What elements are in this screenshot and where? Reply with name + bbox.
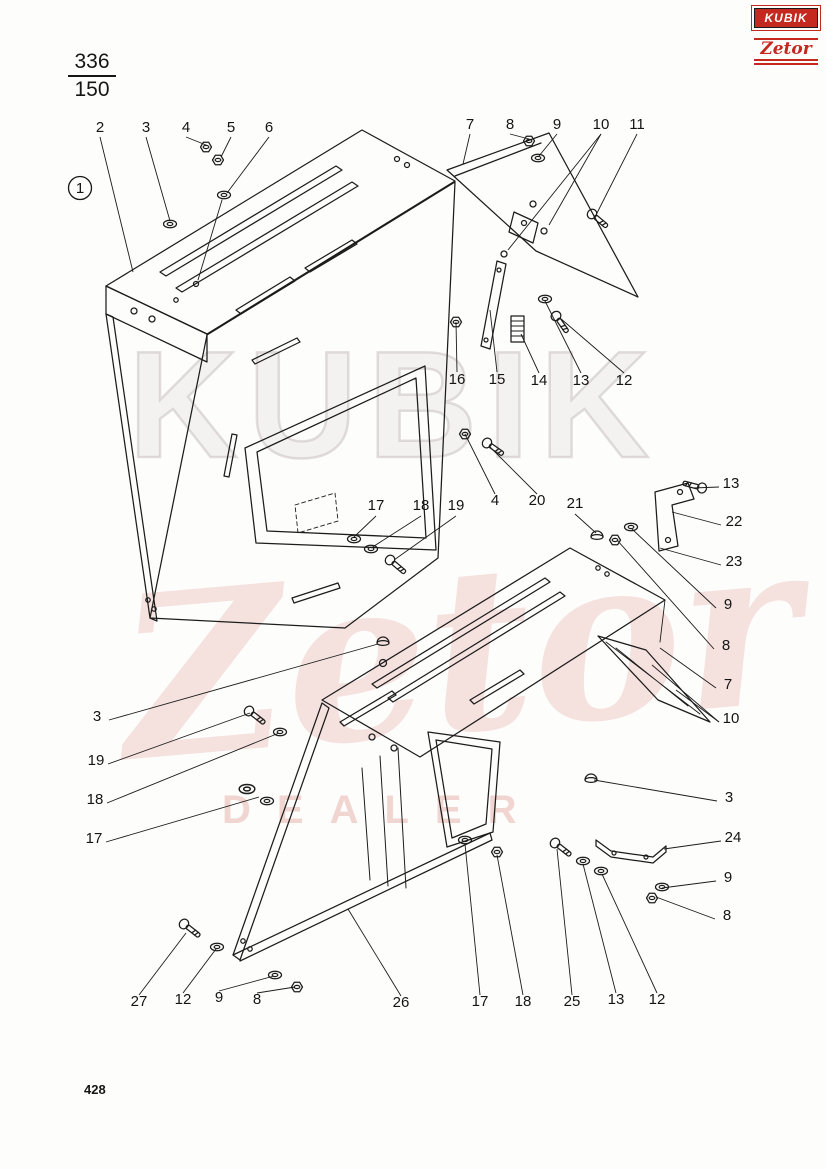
callout-label: 19 <box>448 497 465 514</box>
callout-label: 8 <box>723 907 731 924</box>
callout-label: 18 <box>87 791 104 808</box>
callout-label: 9 <box>724 869 732 886</box>
callout-label: 4 <box>491 492 499 509</box>
hardware-parts <box>162 135 709 993</box>
callout-label: 10 <box>593 116 610 133</box>
kubik-logo: KUBIK <box>751 5 821 31</box>
support-bracket <box>595 839 667 864</box>
plug-part <box>376 636 390 647</box>
plug-part <box>590 530 604 541</box>
page-number: 428 <box>84 1082 106 1097</box>
bolt-part <box>681 477 709 495</box>
callout-labels: 2 3 4 5 6 7 8 9 10 11 16 15 14 13 12 17 … <box>86 116 743 1011</box>
callout-label: 12 <box>175 991 192 1008</box>
bolt-part <box>547 835 575 860</box>
callout-label: 14 <box>531 372 548 389</box>
leader-lines <box>99 133 722 997</box>
callout-label: 8 <box>253 991 261 1008</box>
callout-label: 18 <box>413 497 430 514</box>
callout-label: 24 <box>725 829 742 846</box>
callout-label: 16 <box>449 371 466 388</box>
callout-label: 3 <box>93 708 101 725</box>
splash-flap <box>597 635 711 723</box>
figure-number-top: 336 <box>68 50 116 78</box>
callout-label: 8 <box>506 116 514 133</box>
callout-label: 20 <box>529 492 546 509</box>
callout-label: 27 <box>131 993 148 1010</box>
callout-label: 7 <box>724 676 732 693</box>
callout-label: 11 <box>629 116 645 133</box>
washer-part <box>623 522 639 532</box>
washer-part <box>530 153 546 163</box>
hanger-strip <box>480 260 525 350</box>
washer-part <box>363 544 379 554</box>
washer-part <box>575 856 591 866</box>
zetor-logo-text: Zetor <box>760 39 812 59</box>
callout-label: 13 <box>723 475 740 492</box>
figure-number: 336 150 <box>68 50 116 102</box>
callout-label: 3 <box>725 789 733 806</box>
bolt-part <box>382 552 409 577</box>
mounting-plate <box>446 132 639 298</box>
angle-bracket <box>654 482 695 552</box>
callout-label: 23 <box>726 553 743 570</box>
upper-fender <box>105 129 456 629</box>
callout-label: 5 <box>227 119 235 136</box>
washer-part <box>259 796 275 806</box>
lower-fender <box>232 547 666 962</box>
callout-label: 4 <box>182 119 190 136</box>
plug-part <box>584 773 598 784</box>
view-reference: 1 <box>67 175 93 201</box>
washer-part <box>162 219 178 229</box>
callout-label: 26 <box>393 994 410 1011</box>
zetor-logo-rule <box>754 63 818 65</box>
callout-label: 7 <box>466 116 474 133</box>
callout-label: 12 <box>616 372 633 389</box>
callout-label: 25 <box>564 993 581 1010</box>
callout-label: 8 <box>722 637 730 654</box>
callout-label: 9 <box>724 596 732 613</box>
callout-label: 17 <box>472 993 489 1010</box>
callout-label: 21 <box>567 495 584 512</box>
callout-label: 3 <box>142 119 150 136</box>
nut-part <box>608 534 622 546</box>
washer-part <box>346 534 362 544</box>
nut-part <box>211 154 225 166</box>
callout-label: 2 <box>96 119 104 136</box>
washer-part <box>209 942 225 952</box>
washer-part <box>267 970 283 980</box>
bolt-part <box>176 916 204 941</box>
nut-part <box>645 892 659 904</box>
callout-label: 17 <box>86 830 103 847</box>
callout-label: 10 <box>723 710 740 727</box>
zetor-logo: Zetor <box>754 38 818 61</box>
washer-part <box>238 783 256 795</box>
view-reference-label: 1 <box>76 180 84 197</box>
callout-label: 22 <box>726 513 743 530</box>
callout-label: 13 <box>608 991 625 1008</box>
line-art <box>105 129 711 993</box>
callout-label: 13 <box>573 372 590 389</box>
bolt-part <box>479 435 507 459</box>
brand-block: KUBIK Zetor <box>751 5 821 65</box>
figure-number-bottom: 150 <box>74 78 110 102</box>
washer-part <box>216 190 232 200</box>
callout-label: 15 <box>489 371 506 388</box>
callout-label: 18 <box>515 993 532 1010</box>
callout-label: 9 <box>553 116 561 133</box>
callout-label: 19 <box>88 752 105 769</box>
callout-label: 6 <box>265 119 273 136</box>
callout-label: 17 <box>368 497 385 514</box>
bolt-part <box>241 703 269 728</box>
callout-label: 12 <box>649 991 666 1008</box>
callout-label: 9 <box>215 989 223 1006</box>
washer-part <box>593 866 609 876</box>
